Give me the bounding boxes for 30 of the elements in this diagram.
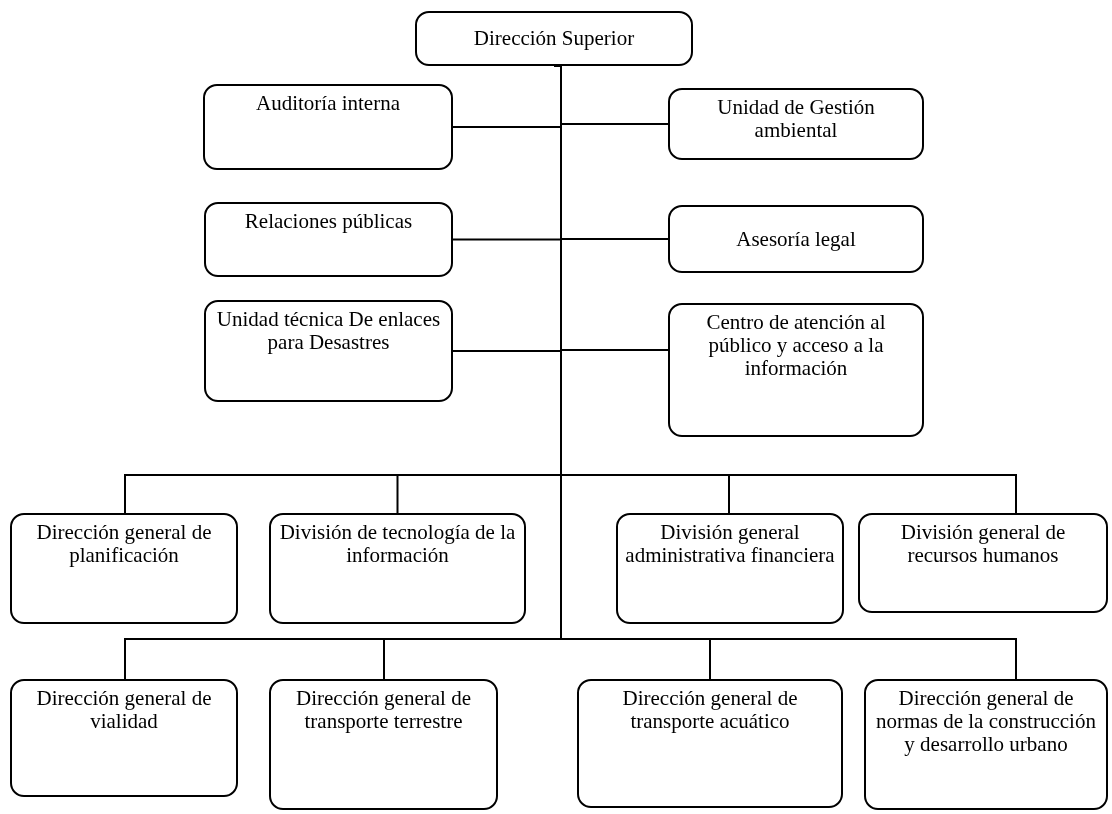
unit-name: División de tecnología de la información — [278, 521, 517, 567]
org-unit-box — [269, 679, 498, 810]
unit-name: División general de recursos humanos — [899, 521, 1067, 567]
org-unit-box — [269, 513, 526, 624]
org-unit-box — [858, 513, 1108, 613]
unit-name: Dirección general de transporte terrestre — [295, 687, 472, 733]
unit-name: Unidad de Gestión ambiental — [716, 96, 876, 142]
unit-name: Dirección Superior — [473, 27, 635, 50]
unit-name: Unidad técnica De enlaces para Desastres — [215, 308, 442, 354]
unit-name: Relaciones públicas — [244, 210, 413, 233]
unit-name: División general administrativa financiera — [624, 521, 836, 567]
org-unit-box — [203, 84, 453, 170]
unit-name: Centro de atención al público y acceso a la información — [705, 311, 887, 380]
org-unit-box — [864, 679, 1108, 810]
org-unit-box — [668, 303, 924, 437]
unit-name: Dirección general de transporte acuático — [621, 687, 799, 733]
org-unit-box — [10, 679, 238, 797]
org-unit-box — [204, 300, 453, 402]
unit-name: Dirección general de planificación — [35, 521, 213, 567]
org-unit-box — [204, 202, 453, 277]
unit-name: Auditoría interna — [255, 92, 400, 115]
org-unit-box — [668, 205, 924, 273]
org-unit-box — [415, 11, 693, 66]
org-unit-box — [577, 679, 843, 808]
unit-name: Asesoría legal — [736, 227, 856, 251]
org-unit-box — [668, 88, 924, 160]
org-unit-box — [10, 513, 238, 624]
unit-name: Dirección general de vialidad — [35, 687, 213, 733]
org-unit-box — [616, 513, 844, 624]
unit-name: Dirección general de normas de la construcción y desarrollo urbano — [875, 687, 1097, 756]
